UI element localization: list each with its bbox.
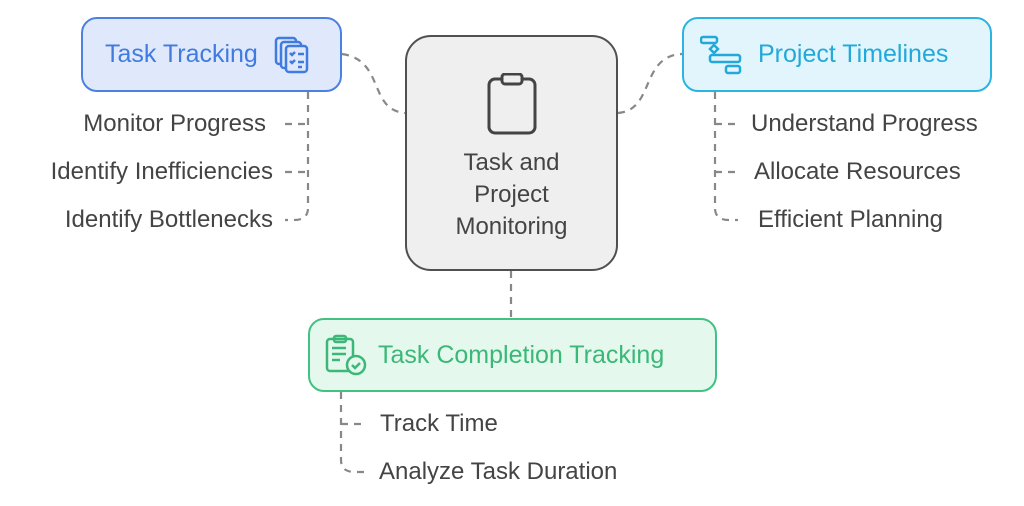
- connector-task-tracking: [341, 52, 406, 115]
- gantt-chart-icon: [700, 35, 742, 74]
- project-timelines-title: Project Timelines: [758, 40, 949, 68]
- task-tracking-node: Task Tracking: [81, 17, 342, 92]
- connector-project-timelines: [617, 52, 683, 115]
- task-tracking-title: Task Tracking: [105, 40, 258, 68]
- connector-bottom-trunk: [339, 392, 366, 474]
- central-node-title: Task and Project Monitoring: [455, 149, 568, 240]
- connector-left-trunk: [285, 92, 310, 222]
- connector-right-trunk: [713, 92, 738, 222]
- project-timelines-node: Project Timelines: [682, 17, 992, 92]
- item-allocate-resources: Allocate Resources: [754, 158, 961, 185]
- task-completion-tracking-node: Task Completion Tracking: [308, 318, 717, 392]
- clipboard-icon: [487, 73, 536, 135]
- item-identify-inefficiencies: Identify Inefficiencies: [50, 158, 273, 185]
- central-node: Task and Project Monitoring: [405, 35, 618, 271]
- clipboard-check-icon: [325, 334, 367, 376]
- item-monitor-progress: Monitor Progress: [83, 110, 266, 137]
- item-efficient-planning: Efficient Planning: [758, 206, 944, 233]
- item-identify-bottlenecks: Identify Bottlenecks: [64, 206, 273, 233]
- item-understand-progress: Understand Progress: [751, 110, 978, 137]
- task-list-icon: [274, 36, 309, 73]
- task-completion-tracking-title: Task Completion Tracking: [378, 340, 665, 369]
- item-track-time: Track Time: [380, 410, 498, 437]
- item-analyze-task-duration: Analyze Task Duration: [379, 458, 618, 485]
